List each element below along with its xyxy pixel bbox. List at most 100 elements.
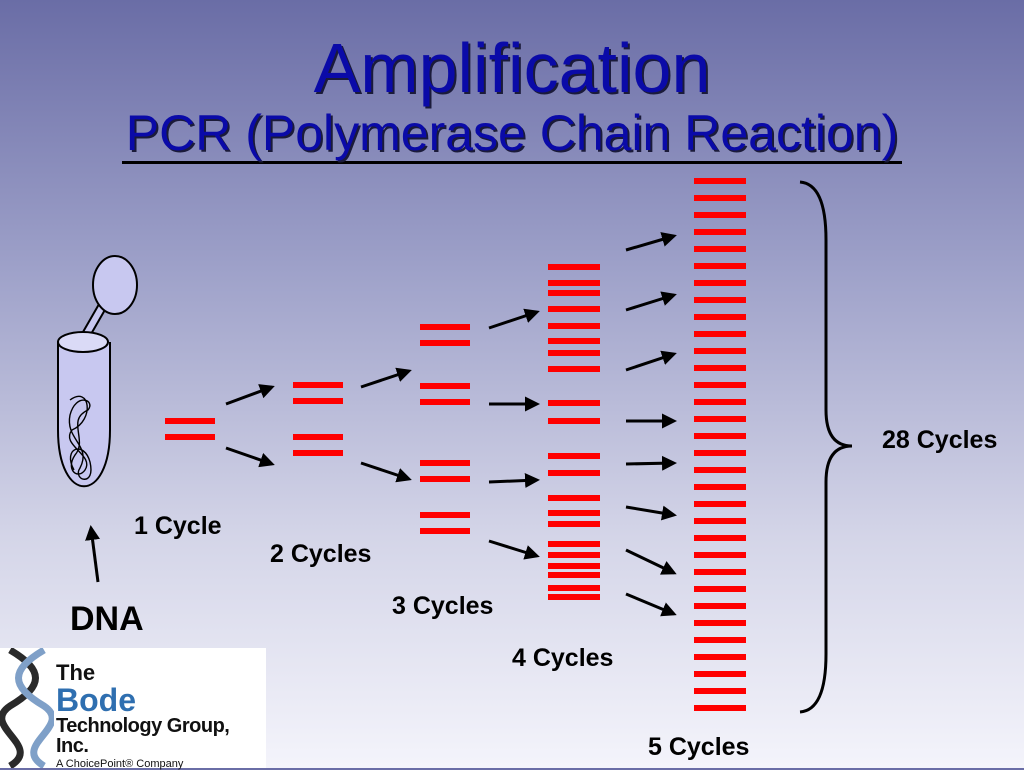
dna-strand (694, 552, 746, 558)
logo-line-bode: Bode (56, 682, 136, 718)
cycle-arrow (625, 592, 677, 617)
logo-line-the: The (56, 660, 96, 685)
dna-strand (293, 434, 343, 440)
logo-line-tagline: A ChoicePoint® Company (56, 758, 184, 770)
dna-strand (694, 518, 746, 524)
cycle-arrows (225, 232, 677, 617)
cycle-arrow (625, 350, 677, 372)
cycle-arrow (625, 291, 677, 312)
dna-strand (548, 521, 600, 527)
label-2-cycles: 2 Cycles (270, 540, 372, 568)
dna-strand (548, 572, 600, 578)
cycle-arrow (225, 384, 275, 406)
slide-title: Amplification (313, 29, 711, 107)
dna-strand (694, 365, 746, 371)
label-1-cycle: 1 Cycle (134, 512, 222, 540)
dna-strand (694, 688, 746, 694)
cycle-arrow (488, 539, 540, 560)
cycle-arrow (625, 505, 677, 521)
dna-strand (548, 552, 600, 558)
dna-strand (548, 290, 600, 296)
dna-strand (548, 594, 600, 600)
cycle-arrow (360, 461, 412, 483)
dna-strand (420, 383, 470, 389)
dna-strand (694, 178, 746, 184)
dna-strand (694, 535, 746, 541)
dna-helix-logo-icon (0, 648, 54, 768)
label-3-cycles: 3 Cycles (392, 592, 494, 620)
dna-strand (420, 340, 470, 346)
test-tube-icon (57, 255, 138, 488)
dna-strand (548, 323, 600, 329)
dna-strand (694, 314, 746, 320)
cycle-arrow (225, 446, 275, 468)
logo-line-company: Technology Group, Inc. (56, 715, 230, 757)
dna-strand (694, 263, 746, 269)
dna-strand (694, 348, 746, 354)
cycle-arrow (625, 455, 677, 471)
dna-strand (548, 510, 600, 516)
dna-strand (548, 418, 600, 424)
dna-strand (420, 324, 470, 330)
dna-strand (293, 382, 343, 388)
label-5-cycles: 5 Cycles (648, 733, 750, 761)
dna-strand (548, 306, 600, 312)
label-4-cycles: 4 Cycles (512, 644, 614, 672)
cycle-arrow (488, 308, 540, 330)
dna-strand (694, 467, 746, 473)
dna-strand (420, 476, 470, 482)
dna-strand (694, 195, 746, 201)
cycle-arrow (488, 473, 540, 488)
cycle-arrow (625, 232, 677, 252)
dna-strand (694, 280, 746, 286)
dna-strand (548, 563, 600, 569)
dna-strand (694, 586, 746, 592)
dna-tangle-icon (68, 395, 92, 480)
dna-strand (420, 399, 470, 405)
logo-text-block: The Bode Technology Group, Inc. A Choice… (56, 662, 266, 770)
slide-subtitle: PCR (Polymerase Chain Reaction) (40, 104, 984, 164)
dna-strand (548, 366, 600, 372)
dna-strand (694, 484, 746, 490)
dna-strand (165, 434, 215, 440)
subtitle-text: PCR (Polymerase Chain Reaction) (121, 105, 903, 164)
dna-strand (548, 541, 600, 547)
dna-strand (548, 338, 600, 344)
dna-strand (694, 382, 746, 388)
dna-strand (694, 450, 746, 456)
dna-strand (548, 585, 600, 591)
dna-strand (694, 331, 746, 337)
dna-pointer-arrow (85, 525, 100, 583)
dna-strand (548, 495, 600, 501)
dna-strand (694, 399, 746, 405)
dna-strand (694, 705, 746, 711)
dna-strand (694, 603, 746, 609)
dna-strand (548, 264, 600, 270)
dna-strand (694, 416, 746, 422)
label-dna: DNA (70, 600, 144, 638)
dna-strand (694, 246, 746, 252)
brace-icon (799, 180, 853, 714)
dna-strand (548, 400, 600, 406)
label-28-cycles: 28 Cycles (882, 426, 998, 454)
dna-strand (548, 470, 600, 476)
cycle-arrow (625, 548, 677, 575)
dna-strand (694, 620, 746, 626)
dna-strands (165, 178, 746, 711)
dna-strand (694, 297, 746, 303)
dna-strand (293, 398, 343, 404)
dna-strand (694, 229, 746, 235)
dna-strand (165, 418, 215, 424)
dna-strand (694, 212, 746, 218)
dna-strand (420, 512, 470, 518)
dna-strand (694, 637, 746, 643)
company-logo: The Bode Technology Group, Inc. A Choice… (0, 648, 266, 770)
dna-strand (420, 528, 470, 534)
dna-strand (694, 654, 746, 660)
cycle-arrow (360, 367, 412, 389)
dna-strand (293, 450, 343, 456)
dna-strand (694, 671, 746, 677)
dna-strand (548, 350, 600, 356)
dna-strand (420, 460, 470, 466)
dna-strand (548, 453, 600, 459)
